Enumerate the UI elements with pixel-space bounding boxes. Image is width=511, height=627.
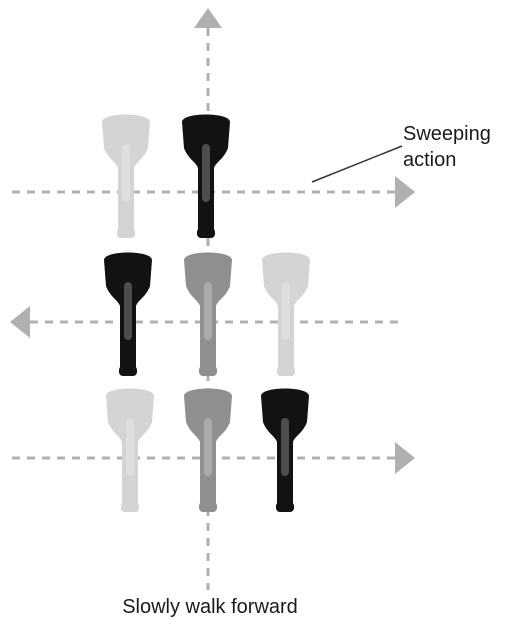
callout-leader-line [311, 145, 403, 183]
barcode-scanner-icon [184, 388, 232, 512]
arrow-right-icon [395, 442, 415, 474]
barcode-scanner-icon [104, 252, 152, 376]
arrow-left-icon [10, 306, 30, 338]
barcode-scanner-icon [182, 114, 230, 238]
sweeping-action-label: Sweeping action [403, 121, 491, 173]
barcode-scanner-icon [262, 252, 310, 376]
arrow-up-icon [194, 8, 222, 28]
sweep-label-line-1: Sweeping [403, 123, 491, 145]
barcode-scanner-icon [261, 388, 309, 512]
barcode-scanner-icon [184, 252, 232, 376]
barcode-scanner-icon [106, 388, 154, 512]
sweep-label-line-2: action [403, 149, 457, 171]
walk-caption: Slowly walk forward [122, 596, 298, 618]
arrow-right-icon [395, 176, 415, 208]
barcode-scanner-icon [102, 114, 150, 238]
